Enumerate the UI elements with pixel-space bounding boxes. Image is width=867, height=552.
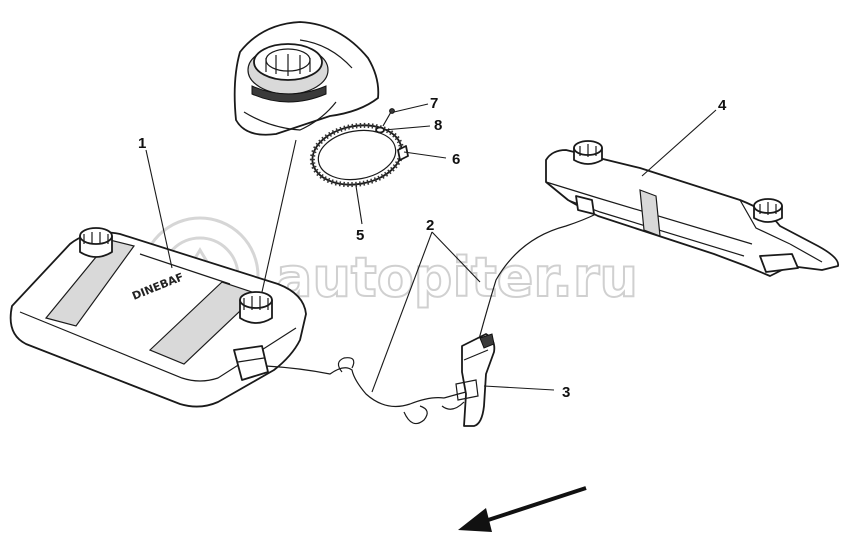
- leader-lines: [145, 103, 717, 393]
- washer: [375, 126, 385, 134]
- aux-cap-right: [753, 198, 783, 223]
- callout-5: 5: [356, 227, 364, 244]
- callout-1: 1: [138, 135, 146, 152]
- aux-cap-left: [573, 140, 603, 165]
- filler-cap-right: [239, 291, 273, 324]
- watermark-text: autopiter.ru: [276, 246, 638, 309]
- callout-4: 4: [718, 97, 727, 114]
- filler-neck: [455, 333, 496, 427]
- callout-labels: 1 2 3 4 5 6 7 8: [138, 95, 727, 401]
- direction-arrow-icon: [458, 486, 587, 532]
- callout-2: 2: [426, 217, 434, 234]
- screw: [382, 108, 395, 127]
- callout-8: 8: [434, 117, 442, 134]
- callout-6: 6: [452, 151, 460, 168]
- filler-cap-left: [79, 227, 113, 258]
- ring-seal: [309, 122, 405, 188]
- callout-3: 3: [562, 384, 570, 401]
- clip: [397, 145, 409, 161]
- sender-unit-inset: [233, 21, 380, 136]
- main-tank: DINEBAF: [9, 227, 307, 408]
- callout-7: 7: [430, 95, 438, 112]
- watermark: autopiter.ru: [140, 216, 639, 336]
- auxiliary-tank: [545, 140, 840, 277]
